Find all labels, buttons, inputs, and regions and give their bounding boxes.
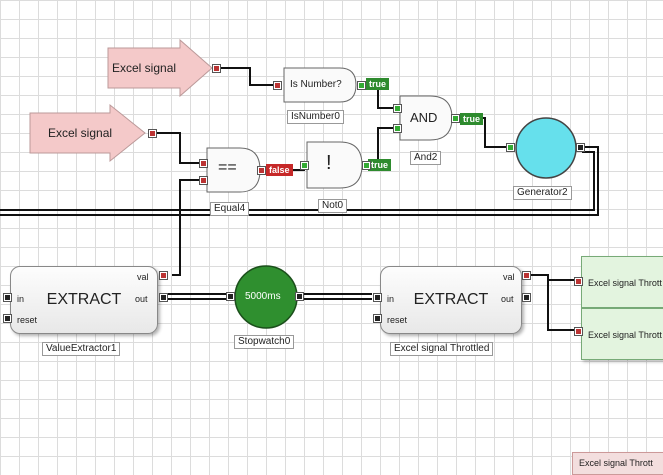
signal-arrow-1[interactable] [107, 38, 213, 98]
signal2-out-port[interactable] [148, 129, 157, 138]
equal-in-port-1[interactable] [199, 159, 208, 168]
feedback-wire [0, 146, 599, 216]
value-extractor-in-label: in [17, 294, 25, 304]
equal-out-port[interactable] [257, 166, 266, 175]
extract1-reset-port[interactable] [3, 314, 12, 323]
extract2-reset-port[interactable] [373, 314, 382, 323]
not-true-badge: true [368, 159, 392, 171]
and-true-badge: true [460, 113, 484, 125]
extract2-out-port[interactable] [522, 293, 531, 302]
throttled-extractor-val-label: val [503, 272, 515, 282]
output2-in-port[interactable] [574, 327, 583, 336]
equal-text: == [218, 159, 237, 176]
generator-in-port[interactable] [506, 143, 515, 152]
isnumber-out-port[interactable] [357, 81, 366, 90]
extract2-val-port[interactable] [522, 271, 531, 280]
throttled-extractor-out-label: out [501, 294, 514, 304]
isnumber-text: Is Number? [290, 79, 342, 90]
and-in-port-1[interactable] [393, 104, 402, 113]
extract1-val-port[interactable] [159, 271, 168, 280]
generator-node[interactable] [515, 117, 577, 179]
wire-signal2-equal [155, 132, 205, 164]
wire-extract1val-equal [172, 179, 205, 276]
throttled-extractor-title: EXTRACT [413, 291, 489, 308]
value-extractor-label: ValueExtractor1 [42, 342, 121, 356]
value-extractor-reset-label: reset [17, 315, 38, 325]
equal-in-port-2[interactable] [199, 176, 208, 185]
equal-label: Equal4 [210, 202, 250, 216]
output-node-2[interactable]: Excel signal Thrott [581, 308, 663, 360]
extract1-in-port[interactable] [3, 293, 12, 302]
and-out-port[interactable] [451, 114, 460, 123]
generator-label: Generator2 [513, 186, 572, 200]
value-extractor-node[interactable]: EXTRACT in reset val out [10, 266, 158, 334]
signal-arrow-2[interactable] [29, 103, 146, 163]
not-label: Not0 [318, 199, 348, 213]
generator-out-port[interactable] [576, 143, 585, 152]
isnumber-label: IsNumber0 [287, 110, 344, 124]
signal-label-1: Excel signal [112, 61, 177, 75]
extract2-in-port[interactable] [373, 293, 382, 302]
and-in-port-2[interactable] [393, 124, 402, 133]
output1-in-port[interactable] [574, 277, 583, 286]
throttled-extractor-node[interactable]: EXTRACT in reset val out [380, 266, 522, 334]
value-extractor-out-label: out [135, 294, 148, 304]
wire-signal1-isnumber [220, 67, 278, 86]
wire-extract2val-output2 [547, 280, 578, 331]
out-wires [168, 293, 372, 300]
not-text: ! [326, 152, 332, 174]
not-in-port[interactable] [300, 161, 309, 170]
throttled-extractor-reset-label: reset [387, 315, 408, 325]
stopwatch-out-port[interactable] [295, 292, 304, 301]
output-node-1[interactable]: Excel signal Thrott [581, 256, 663, 308]
equal-false-badge: false [266, 164, 293, 176]
value-extractor-val-label: val [137, 272, 149, 282]
not-gate[interactable] [306, 141, 363, 189]
not-out-port[interactable] [362, 161, 371, 170]
signal-label-2: Excel signal [48, 126, 113, 140]
and-label: And2 [410, 151, 442, 165]
signal1-out-port[interactable] [212, 64, 221, 73]
isnumber-true-badge: true [366, 78, 390, 90]
throttled-extractor-in-label: in [387, 294, 395, 304]
value-extractor-title: EXTRACT [46, 291, 122, 308]
stopwatch-label: Stopwatch0 [234, 335, 295, 349]
stopwatch-text: 5000ms [245, 291, 281, 302]
and-text: AND [410, 110, 438, 125]
output-node-3[interactable]: Excel signal Thrott [572, 452, 663, 475]
wire-extract2val-output1 [522, 274, 578, 281]
isnumber-in-port[interactable] [273, 81, 282, 90]
extract1-out-port[interactable] [159, 293, 168, 302]
isnumber-gate[interactable] [283, 67, 357, 103]
throttled-extractor-label: Excel signal Throttled [390, 342, 494, 356]
stopwatch-in-port[interactable] [226, 292, 235, 301]
